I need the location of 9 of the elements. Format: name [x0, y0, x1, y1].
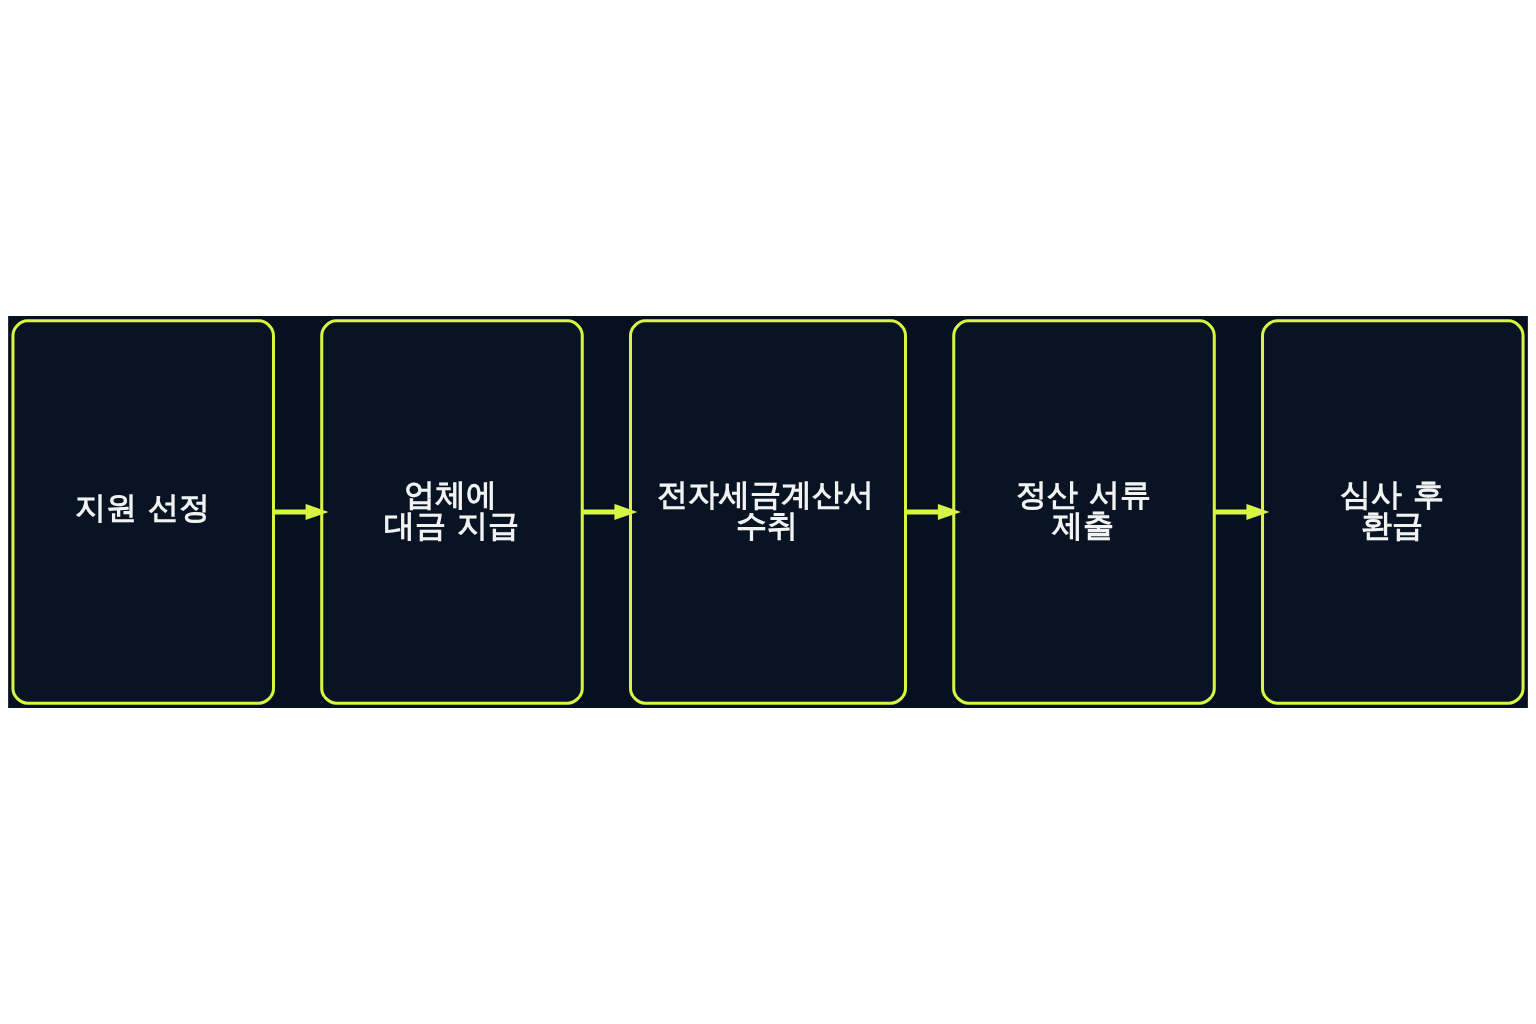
node-box: 전자세금계산서 수취 [629, 319, 907, 705]
node-box: 지원 선정 [11, 319, 275, 705]
arrow [273, 503, 329, 521]
arrow [1214, 503, 1270, 521]
node-box: 심사 후 환급 [1261, 319, 1525, 705]
arrow [582, 503, 638, 521]
arrow [905, 503, 961, 521]
node-box: 정산 서류 제출 [952, 319, 1216, 705]
node-box: 업체에 대금 지급 [320, 319, 584, 705]
